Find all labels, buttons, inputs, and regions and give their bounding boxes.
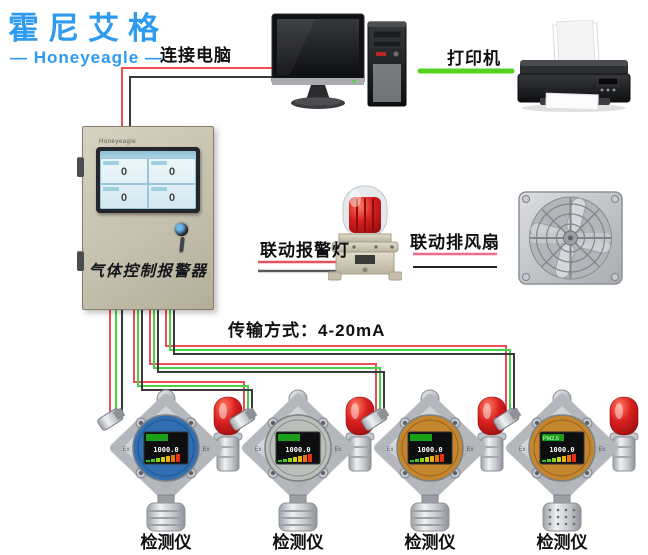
- ex-mark-right: Ex: [466, 447, 473, 453]
- computer: [270, 8, 410, 112]
- channel-value: 0: [120, 191, 128, 204]
- detector-bargraph: [410, 454, 444, 462]
- wire-d4-black: [173, 300, 515, 418]
- detector-beacon-bulb: [609, 396, 639, 436]
- panel-lock: [175, 223, 188, 236]
- ex-mark-left: Ex: [254, 447, 261, 453]
- ex-mark-left: Ex: [518, 447, 525, 453]
- detector-beacon-stalk: [612, 436, 636, 472]
- control-panel: Honeyeagle 0 0 0: [77, 126, 214, 310]
- tower-power-button: [393, 51, 399, 57]
- exhaust-fan: [516, 190, 626, 290]
- printer-display: [597, 77, 619, 86]
- detector-bargraph: [278, 454, 312, 462]
- detector-bargraph: [146, 454, 180, 462]
- panel-channel-grid: 0 0 0 0: [100, 158, 196, 209]
- panel-screen-titlebar: [100, 151, 196, 158]
- ex-mark-right: Ex: [334, 447, 341, 453]
- label-detector-4: 检测仪: [536, 533, 588, 552]
- detector-reading: 1000.0: [285, 446, 310, 454]
- brand-logo-cn: 霍尼艾格: [8, 11, 168, 46]
- label-detector-3: 检测仪: [404, 533, 456, 552]
- ex-mark-right: Ex: [598, 447, 605, 453]
- monitor-stand-neck: [306, 85, 330, 100]
- channel-header: [151, 186, 167, 191]
- printer: [516, 20, 634, 112]
- beacon-name-plate: [355, 255, 375, 264]
- panel-screen-bezel: 0 0 0 0: [96, 147, 200, 213]
- gas-detector-4: Ex Ex PM2.5 1000.0: [492, 385, 642, 537]
- label-exhaust-fan: 联动排风扇: [410, 233, 500, 252]
- monitor-glare: [277, 19, 315, 75]
- detector-cable-inlet: [361, 407, 390, 431]
- detector-sensor-barrel: [542, 502, 582, 532]
- detector-sensor-perforations: [548, 508, 576, 526]
- tower-drive-1: [372, 30, 402, 39]
- panel-hinge-bottom: [77, 251, 84, 271]
- brand-logo: 霍尼艾格 — Honeyeagle —: [8, 11, 168, 68]
- channel-header: [103, 186, 119, 191]
- ex-mark-left: Ex: [122, 447, 129, 453]
- detector-screen-header: [146, 434, 168, 441]
- detector-screen-header: [542, 434, 564, 441]
- monitor-screen: [277, 19, 359, 75]
- channel-header: [151, 161, 167, 165]
- gas-detector-1: Ex Ex 1000.0: [96, 385, 246, 537]
- panel-channel-2: 0: [148, 158, 196, 184]
- label-printer: 打印机: [447, 49, 501, 68]
- detector-cable-inlet: [493, 407, 522, 431]
- panel-channel-3: 0: [100, 183, 148, 209]
- brand-logo-en: — Honeyeagle —: [10, 48, 163, 68]
- panel-channel-1: 0: [100, 158, 148, 184]
- panel-channel-4: 0: [148, 183, 196, 209]
- fan-corner-bolts: [522, 195, 619, 281]
- wire-d3-black: [157, 300, 385, 418]
- wire-d2-green: [137, 300, 249, 416]
- gas-detector-3: Ex Ex 1000.0: [360, 385, 510, 537]
- panel-brand: Honeyeagle: [99, 139, 137, 145]
- detector-cable-inlet: [229, 407, 258, 431]
- detector-screen-header: [278, 434, 300, 441]
- label-detector-1: 检测仪: [140, 533, 192, 552]
- tower-drive-2: [372, 40, 402, 48]
- label-transmission: 传输方式：4-20mA: [228, 321, 386, 340]
- gas-detector-2: Ex Ex 1000.0: [228, 385, 378, 537]
- detector-cable-inlet: [97, 407, 126, 431]
- wire-d3-green: [153, 300, 381, 416]
- panel-hinge-top: [77, 157, 84, 177]
- ex-mark-left: Ex: [386, 447, 393, 453]
- wire-d2-black: [141, 300, 253, 418]
- beacon-glass-highlight: [349, 189, 361, 207]
- label-connect-pc: 连接电脑: [160, 46, 232, 65]
- wire-pc-red: [121, 67, 280, 130]
- detector-screen-header-text: PM2.5: [543, 436, 559, 442]
- channel-value: 0: [168, 166, 176, 178]
- detector-screen-header: [410, 434, 432, 441]
- label-alarm-light: 联动报警灯: [260, 241, 350, 260]
- alarm-beacon-light: [328, 184, 402, 284]
- channel-value: 0: [168, 191, 176, 204]
- monitor-power-led: [352, 80, 356, 83]
- monitor-chin: [272, 78, 364, 85]
- detector-bargraph: [542, 454, 576, 462]
- wire-d4-green: [169, 300, 511, 416]
- label-detector-2: 检测仪: [272, 533, 324, 552]
- detector-reading: 1000.0: [153, 446, 178, 454]
- tower-power-light: [376, 52, 386, 56]
- printer-paper-out: [545, 92, 599, 111]
- channel-value: 0: [120, 166, 128, 178]
- beacon-foot-left: [328, 271, 342, 281]
- beacon-foot-right: [388, 271, 402, 281]
- ex-mark-right: Ex: [202, 447, 209, 453]
- detector-reading: 1000.0: [549, 446, 574, 454]
- detector-reading: 1000.0: [417, 446, 442, 454]
- channel-header: [103, 161, 119, 165]
- panel-key: [179, 236, 185, 253]
- wire-pc-black: [129, 76, 292, 130]
- panel-screen: 0 0 0 0: [100, 151, 196, 209]
- panel-caption: 气体控制报警器: [88, 263, 208, 280]
